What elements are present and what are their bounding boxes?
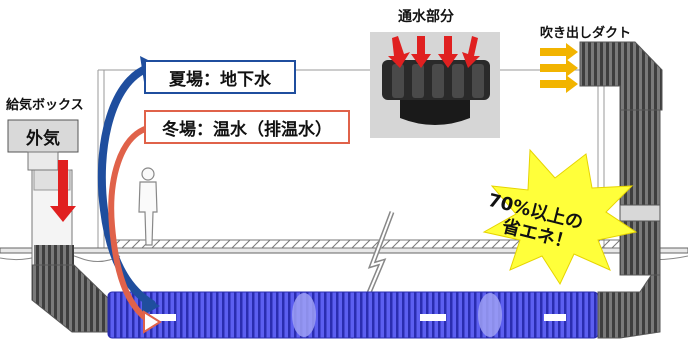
energy-savings-burst	[482, 148, 638, 286]
outlet-duct-top-elbow	[579, 41, 663, 111]
outlet-duct-label: 吹き出しダクト	[540, 26, 632, 41]
supply-box-label: 給気ボックス	[6, 98, 84, 113]
supply-box	[7, 119, 79, 153]
outlet-air-arrows	[540, 43, 578, 93]
pipe-highlights	[150, 314, 566, 321]
intake-duct-elbow	[31, 264, 111, 333]
water-section-image	[370, 32, 500, 138]
winter-source-label: 冬場：温水（排温水）	[144, 110, 350, 144]
summer-source-label: 夏場：地下水	[144, 60, 296, 94]
intake-arrow	[50, 160, 76, 222]
outlet-duct-elbow	[597, 260, 661, 339]
outside-air-label: 外気	[26, 128, 60, 149]
winter-flow-arrow	[108, 125, 151, 323]
summer-flow-arrow	[97, 64, 156, 308]
person-figure	[138, 167, 158, 246]
underground-pipe	[107, 291, 599, 339]
water-section-label: 通水部分	[398, 9, 454, 25]
outlet-duct-vertical	[619, 94, 661, 276]
pipe-joints	[292, 293, 502, 337]
water-inflow-arrows	[388, 36, 480, 68]
